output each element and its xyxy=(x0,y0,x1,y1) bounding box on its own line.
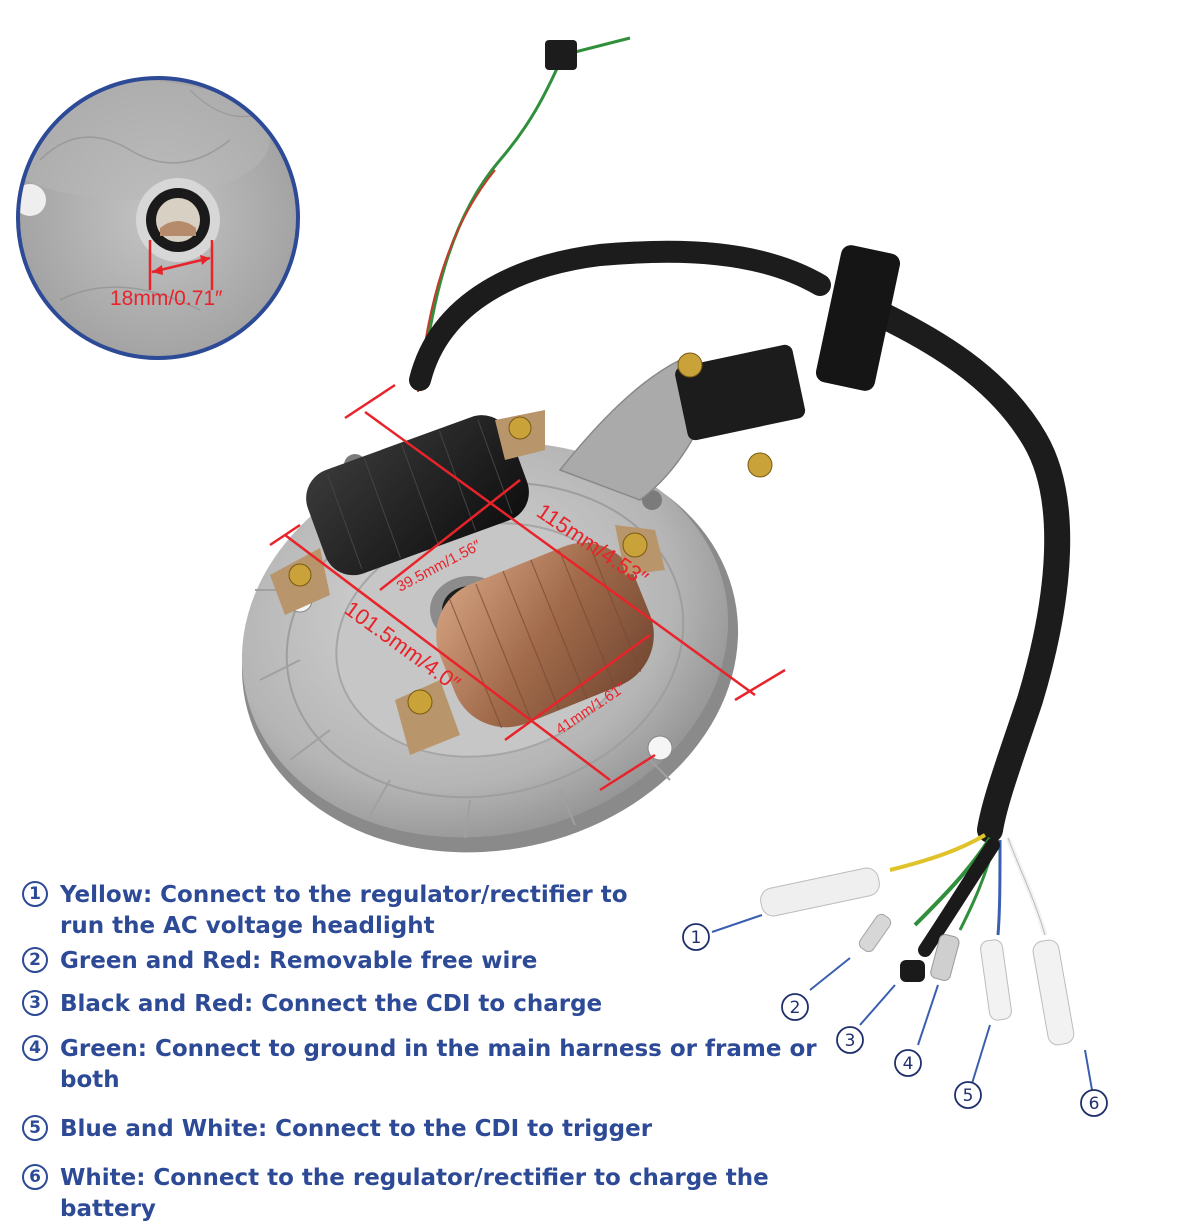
callout-6-number: 6 xyxy=(1089,1094,1100,1114)
shaft-zoom-inset: 18mm/0.71″ xyxy=(16,76,300,360)
legend-text-4: Green: Connect to ground in the main har… xyxy=(60,1036,817,1093)
legend-text-6: White: Connect to the regulator/rectifie… xyxy=(60,1165,769,1222)
legend-item-1: 1 Yellow: Connect to the regulator/recti… xyxy=(22,880,852,942)
callout-5-number: 5 xyxy=(963,1086,974,1106)
callout-2-number: 2 xyxy=(790,998,801,1018)
dimension-lines xyxy=(269,383,786,792)
shaft-diameter-label: 18mm/0.71″ xyxy=(110,287,223,310)
legend-number-6: 6 xyxy=(22,1164,48,1190)
legend-text-2: Green and Red: Removable free wire xyxy=(60,948,538,974)
legend-text-1a: Yellow: Connect to the regulator/rectifi… xyxy=(60,882,628,908)
grommet xyxy=(815,245,901,391)
callout-4: 4 xyxy=(894,1049,922,1077)
stator-diagram: 18mm/0.71″ xyxy=(16,36,1108,1117)
legend-number-1: 1 xyxy=(22,881,48,907)
pickup-coil xyxy=(675,344,806,441)
wire-callouts xyxy=(711,914,1093,1091)
callout-4-number: 4 xyxy=(903,1054,914,1074)
legend-item-4: 4 Green: Connect to ground in the main h… xyxy=(22,1034,852,1096)
legend-number-4: 4 xyxy=(22,1035,48,1061)
legend-number-2: 2 xyxy=(22,947,48,973)
callout-1-number: 1 xyxy=(691,928,702,948)
callout-1: 1 xyxy=(682,923,710,951)
wire-legend: 1 Yellow: Connect to the regulator/recti… xyxy=(22,880,852,1225)
wiring-harness xyxy=(409,36,1075,1046)
copper-coil xyxy=(395,525,665,755)
legend-item-2: 2 Green and Red: Removable free wire xyxy=(22,946,852,977)
legend-item-3: 3 Black and Red: Connect the CDI to char… xyxy=(22,989,852,1020)
legend-item-5: 5 Blue and White: Connect to the CDI to … xyxy=(22,1114,852,1145)
callout-2: 2 xyxy=(781,993,809,1021)
legend-number-5: 5 xyxy=(22,1115,48,1141)
legend-item-6: 6 White: Connect to the regulator/rectif… xyxy=(22,1163,852,1225)
legend-number-3: 3 xyxy=(22,990,48,1016)
legend-text-1b: run the AC voltage headlight xyxy=(60,913,435,939)
top-connector xyxy=(545,40,577,70)
callout-3: 3 xyxy=(836,1026,864,1054)
callout-5: 5 xyxy=(954,1081,982,1109)
legend-text-3: Black and Red: Connect the CDI to charge xyxy=(60,991,603,1017)
callout-3-number: 3 xyxy=(845,1031,856,1051)
black-coil xyxy=(270,410,545,615)
legend-text-5: Blue and White: Connect to the CDI to tr… xyxy=(60,1116,653,1142)
callout-6: 6 xyxy=(1080,1089,1108,1117)
